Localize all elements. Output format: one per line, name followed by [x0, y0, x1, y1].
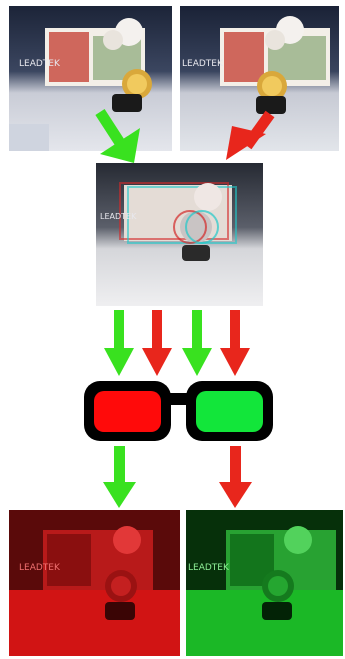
brand-text-right: LEADTEK [182, 59, 224, 69]
brand-text-anaglyph: LEADTEK [100, 212, 137, 221]
anaglyph-glasses [84, 381, 273, 441]
red-arrow-bottom [219, 446, 252, 508]
anaglyph-photo: LEADTEK [96, 163, 263, 306]
red-lens [94, 391, 161, 432]
green-arrow-bottom [103, 446, 136, 508]
green-filtered-photo: LEADTEK [186, 510, 343, 656]
left-eye-photo: LEADTEK [9, 6, 172, 151]
green-lens [196, 391, 263, 432]
green-arrow-mid-2 [182, 310, 212, 376]
red-arrow-mid-2 [220, 310, 250, 376]
brand-text-red: LEADTEK [19, 563, 61, 573]
right-eye-photo: LEADTEK [180, 6, 339, 151]
brand-text-green: LEADTEK [188, 563, 230, 573]
red-arrow-mid-1 [142, 310, 172, 376]
green-arrow-mid-1 [104, 310, 134, 376]
red-filtered-photo: LEADTEK [9, 510, 180, 656]
brand-text-left: LEADTEK [19, 59, 61, 69]
